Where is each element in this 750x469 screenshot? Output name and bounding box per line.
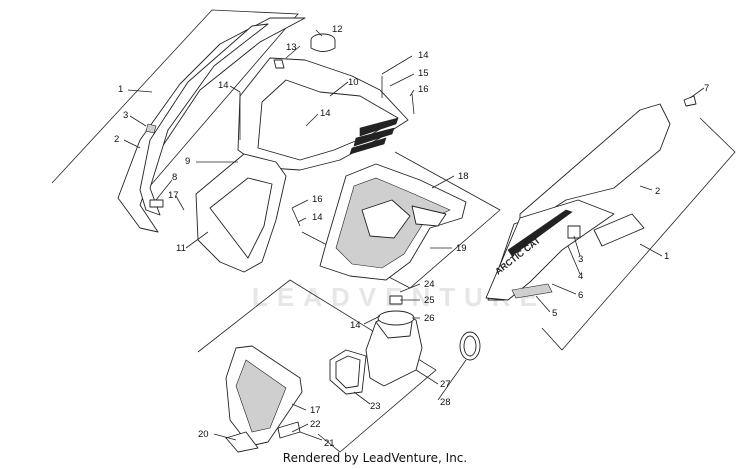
callout-1-left: 1 (118, 84, 123, 95)
callout-9: 9 (185, 156, 190, 167)
callout-14-lower: 14 (350, 320, 361, 331)
callout-21: 21 (324, 438, 335, 449)
callout-19: 19 (456, 243, 467, 254)
callout-numbers: 1 3 2 8 17 9 11 13 12 10 14 14 14 15 16 … (114, 24, 709, 449)
callout-27: 27 (440, 379, 451, 390)
callout-13: 13 (286, 42, 297, 53)
callout-18: 18 (458, 171, 469, 182)
callout-14-mid: 14 (312, 212, 323, 223)
callout-28: 28 (440, 397, 451, 408)
callout-22: 22 (310, 419, 321, 430)
callout-16-mid: 16 (312, 194, 323, 205)
callout-14-hood-right: 14 (418, 50, 429, 61)
callout-16-top: 16 (418, 84, 429, 95)
callout-10: 10 (348, 77, 359, 88)
callout-24: 24 (424, 279, 435, 290)
callout-14-hood-center: 14 (320, 108, 331, 119)
callout-25: 25 (424, 295, 435, 306)
callout-1-right: 1 (664, 251, 669, 262)
callout-3-right: 3 (578, 254, 583, 265)
callout-2-left: 2 (114, 134, 119, 145)
callout-4: 4 (578, 271, 583, 282)
callout-15: 15 (418, 68, 429, 79)
hood-group (195, 33, 415, 273)
lower-duct-group (197, 279, 481, 453)
callout-20: 20 (198, 429, 209, 440)
callout-5: 5 (552, 308, 557, 319)
footer-credit: Rendered by LeadVenture, Inc. (282, 451, 468, 465)
air-box-group (301, 151, 501, 289)
callout-2-right: 2 (655, 186, 660, 197)
callout-23: 23 (370, 401, 381, 412)
callout-17-left: 17 (168, 190, 179, 201)
callout-3-left: 3 (123, 110, 128, 121)
leader-lines (123, 29, 705, 441)
callout-17-lower: 17 (310, 405, 321, 416)
callout-7: 7 (704, 83, 709, 94)
callout-12: 12 (332, 24, 343, 35)
callout-14-hood-left: 14 (218, 80, 229, 91)
callout-11: 11 (176, 243, 186, 254)
left-side-panel-group (51, 9, 306, 233)
callout-8: 8 (172, 172, 177, 183)
callout-26: 26 (424, 313, 435, 324)
callout-6: 6 (578, 290, 583, 301)
